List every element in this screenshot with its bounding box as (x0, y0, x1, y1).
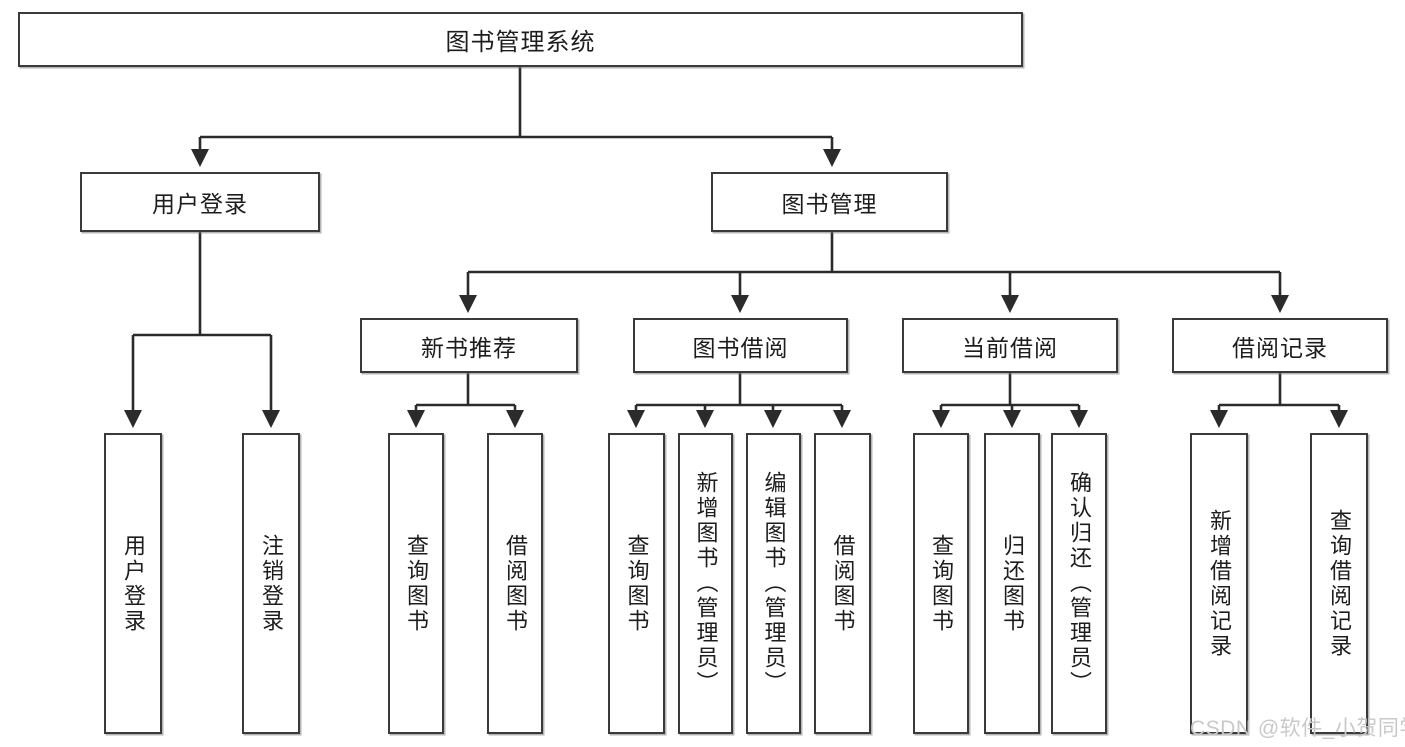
node-book-borrow[interactable]: 图书借阅 (633, 318, 848, 373)
node-user-login[interactable]: 用户登录 (80, 172, 320, 232)
node-root-system[interactable]: 图书管理系统 (18, 12, 1023, 67)
node-leaf-return-book-label: 归还图书 (1000, 533, 1025, 634)
node-leaf-edit-book-admin[interactable]: 编辑图书（管理员） (746, 433, 801, 734)
node-leaf-confirm-return-admin[interactable]: 确认归还（管理员） (1051, 433, 1107, 734)
node-borrow-record[interactable]: 借阅记录 (1172, 318, 1388, 373)
watermark-text: CSDN @软件_小贺同学 (1190, 717, 1405, 740)
node-root-label: 图书管理系统 (445, 29, 596, 56)
node-book-borrow-label: 图书借阅 (692, 334, 789, 361)
node-new-book-recommend[interactable]: 新书推荐 (360, 318, 578, 373)
node-user-login-label: 用户登录 (152, 191, 248, 217)
node-book-manage[interactable]: 图书管理 (711, 172, 948, 232)
node-leaf-user-login-label: 用户登录 (121, 533, 146, 634)
node-leaf-return-book[interactable]: 归还图书 (984, 433, 1040, 734)
node-leaf-logout-login-label: 注销登录 (259, 533, 284, 634)
node-leaf-edit-book-admin-label: 编辑图书（管理员） (761, 471, 787, 696)
node-leaf-borrow-book-1[interactable]: 借阅图书 (487, 433, 543, 734)
node-leaf-add-book-admin-label: 新增图书（管理员） (693, 471, 719, 696)
node-leaf-borrow-book-2-label: 借阅图书 (830, 533, 856, 634)
node-leaf-query-book-2[interactable]: 查询图书 (608, 433, 665, 734)
node-leaf-confirm-return-admin-label: 确认归还（管理员） (1067, 471, 1092, 696)
node-leaf-add-book-admin[interactable]: 新增图书（管理员） (678, 433, 733, 734)
node-leaf-query-book-1-label: 查询图书 (404, 533, 429, 634)
node-leaf-query-book-1[interactable]: 查询图书 (388, 433, 444, 734)
node-book-manage-label: 图书管理 (781, 191, 878, 217)
node-leaf-user-login[interactable]: 用户登录 (104, 433, 162, 734)
node-current-borrow[interactable]: 当前借阅 (902, 318, 1118, 373)
node-current-borrow-label: 当前借阅 (962, 334, 1058, 361)
node-leaf-query-book-2-label: 查询图书 (624, 533, 650, 634)
node-leaf-query-book-3-label: 查询图书 (929, 533, 954, 634)
node-leaf-add-borrow-record-label: 新增借阅记录 (1207, 508, 1232, 659)
node-leaf-query-borrow-record[interactable]: 查询借阅记录 (1310, 433, 1368, 734)
node-borrow-record-label: 借阅记录 (1232, 334, 1328, 361)
node-leaf-query-borrow-record-label: 查询借阅记录 (1327, 508, 1352, 659)
node-leaf-add-borrow-record[interactable]: 新增借阅记录 (1190, 433, 1248, 734)
node-new-book-recommend-label: 新书推荐 (421, 334, 517, 361)
node-leaf-borrow-book-1-label: 借阅图书 (503, 533, 528, 634)
node-leaf-logout-login[interactable]: 注销登录 (242, 433, 300, 734)
node-leaf-query-book-3[interactable]: 查询图书 (913, 433, 969, 734)
node-leaf-borrow-book-2[interactable]: 借阅图书 (814, 433, 871, 734)
